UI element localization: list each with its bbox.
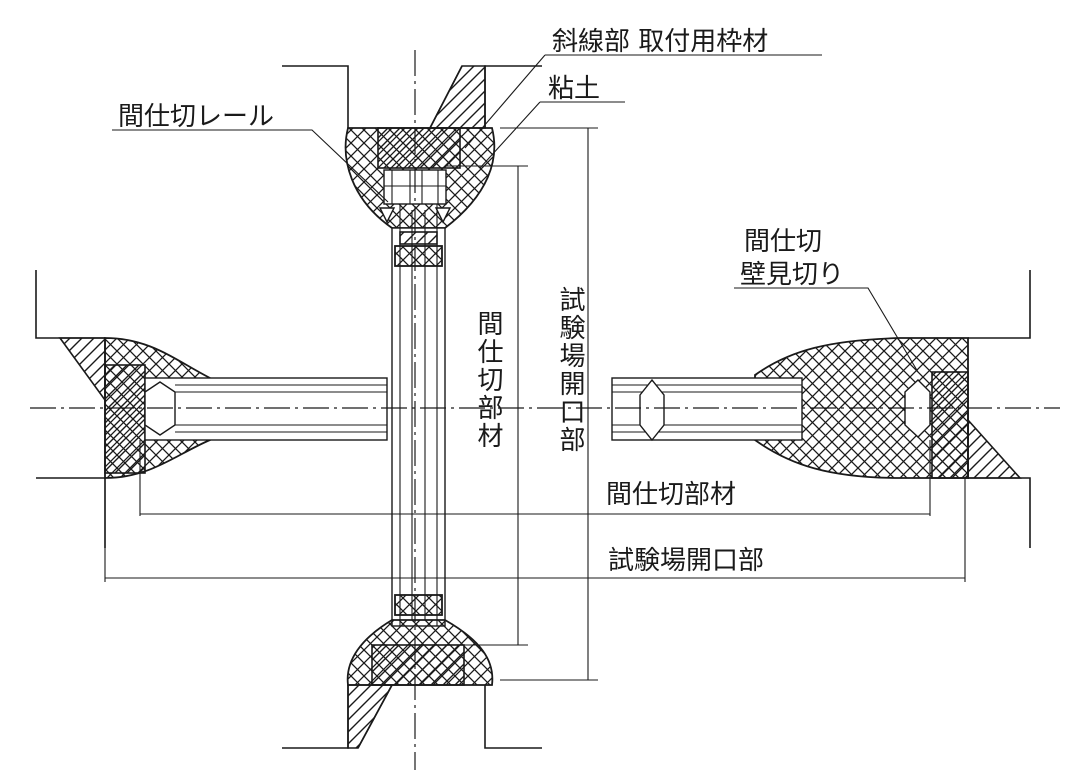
label-test-opening-horizontal: 試験場開口部 <box>608 546 764 576</box>
right-wall <box>967 270 1031 548</box>
label-clay: 粘土 <box>548 74 600 104</box>
label-partition-member-vertical: 間仕切部材 <box>473 310 503 450</box>
leader-lines <box>112 54 919 373</box>
label-partition-rail: 間仕切レール <box>118 102 274 132</box>
bottom-wall <box>282 684 542 749</box>
label-partition-wall-cut-line2: 壁見切り <box>740 260 844 290</box>
label-test-opening-vertical: 試験場開口部 <box>555 286 585 454</box>
dimension-lines <box>104 127 966 681</box>
vertical-partition-panel <box>391 204 446 627</box>
label-hatched-frame: 斜線部 取付用枠材 <box>552 27 768 57</box>
label-partition-wall-cut-line1: 間仕切 <box>744 227 822 257</box>
top-wall <box>282 65 542 129</box>
left-wall <box>35 270 106 548</box>
bottom-putty <box>346 619 494 686</box>
top-putty <box>344 127 496 229</box>
label-partition-member-horizontal: 間仕切部材 <box>606 480 736 510</box>
